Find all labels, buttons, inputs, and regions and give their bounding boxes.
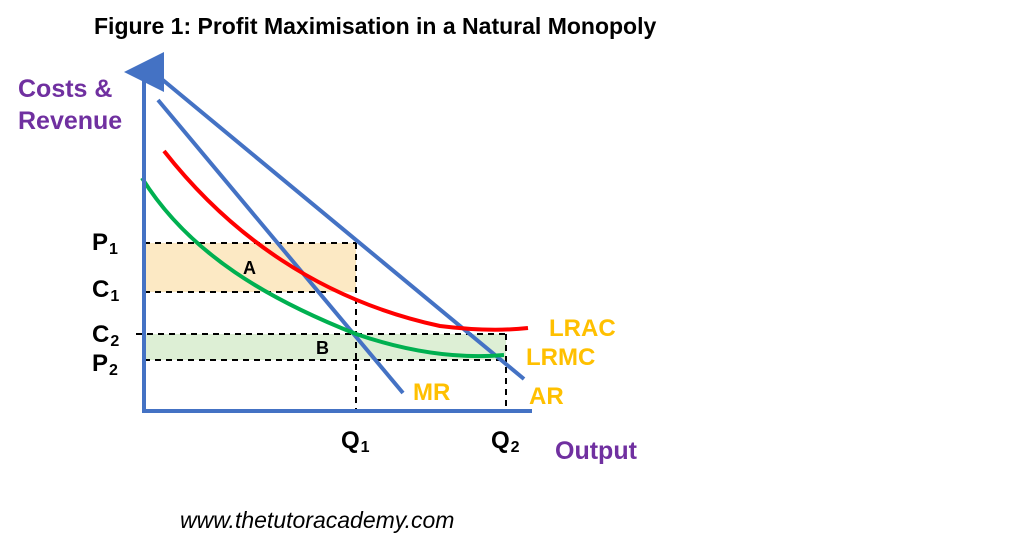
tick-q1: Q1 <box>341 427 370 456</box>
y-axis-label-line1: Costs & <box>18 75 112 103</box>
tick-c1: C1 <box>92 276 119 305</box>
tick-q2: Q2 <box>491 427 520 456</box>
tick-p1: P1 <box>92 229 118 258</box>
lrmc-curve <box>140 176 505 359</box>
tick-c2: C2 <box>92 321 119 350</box>
website-footer: www.thetutoracademy.com <box>180 507 454 533</box>
ar-label: AR <box>529 383 564 410</box>
ar-curve <box>156 74 526 381</box>
area-b-label: B <box>316 338 329 358</box>
mr-curve <box>156 98 405 395</box>
figure-title: Figure 1: Profit Maximisation in a Natur… <box>94 13 656 39</box>
x-axis-label: Output <box>555 437 638 465</box>
tick-p2: P2 <box>92 350 118 379</box>
y-axis-label-line2: Revenue <box>18 107 122 135</box>
mr-label: MR <box>413 379 450 406</box>
area-a-label: A <box>243 258 256 278</box>
lrmc-label: LRMC <box>526 344 595 371</box>
lrac-curve <box>162 149 529 332</box>
lrac-label: LRAC <box>549 315 616 342</box>
